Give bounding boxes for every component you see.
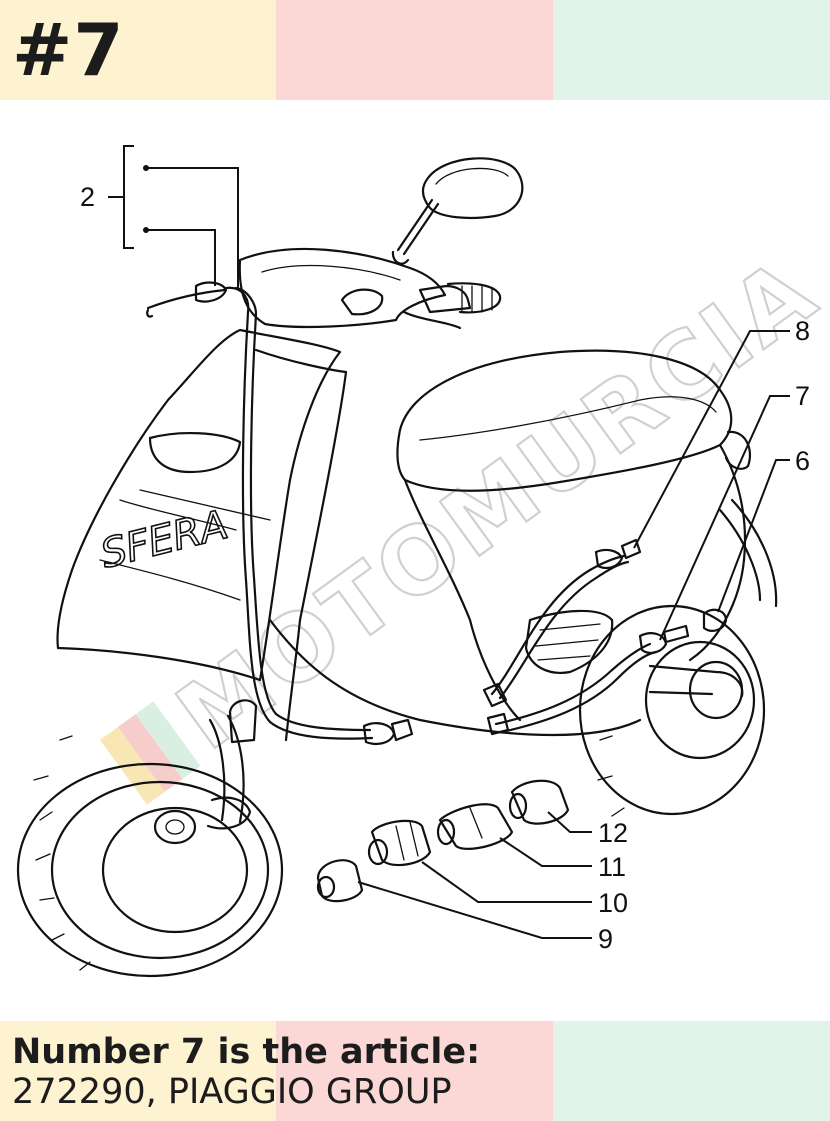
mirror: [391, 157, 524, 265]
bottom-band-yellow: [0, 1021, 276, 1121]
callout-11: 11: [598, 852, 626, 882]
callout-12: 12: [598, 818, 628, 848]
top-band-yellow: [0, 0, 276, 100]
small-parts: [316, 779, 570, 903]
model-mark: SFERA: [96, 502, 232, 578]
rear-wheel: [578, 604, 766, 817]
front-wheel: [16, 699, 284, 978]
article-caption: Number 7 is the article: 272290, PIAGGIO…: [12, 1032, 480, 1112]
speedometer-cable: [224, 286, 414, 745]
callout-9: 9: [598, 924, 613, 954]
callout-2: 2: [80, 182, 95, 212]
watermark-flag-pink: [117, 714, 183, 792]
bottom-band-pink: [276, 1021, 553, 1121]
front-body: SFERA: [56, 328, 642, 742]
bottom-color-band: [0, 1021, 830, 1121]
caption-heading: Number 7 is the article:: [12, 1032, 481, 1072]
handlebar: [146, 247, 502, 330]
top-color-band: [0, 0, 830, 100]
caption-article-number: 272290, PIAGGIO GROUP: [12, 1072, 452, 1112]
top-band-pink: [276, 0, 553, 100]
brake-cables: [482, 538, 728, 736]
parts-diagram: MOTOMURCIA: [16, 145, 830, 978]
callout-7: 7: [795, 381, 810, 411]
callout-labels: 2 8 7 6 12 11 10 9: [80, 182, 810, 954]
callout-6: 6: [795, 446, 810, 476]
callout-10: 10: [598, 888, 628, 918]
bottom-band-mint: [553, 1021, 830, 1121]
callout-leaders: [108, 145, 790, 939]
top-band-mint: [553, 0, 830, 100]
watermark-flag-mint: [135, 701, 201, 779]
item-number-badge: #7: [12, 8, 125, 92]
callout-8: 8: [795, 316, 810, 346]
